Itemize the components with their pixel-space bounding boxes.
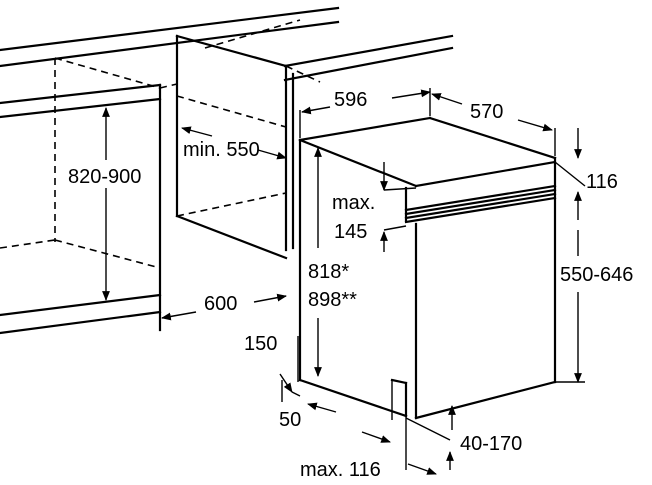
min-depth-label: min. 550 — [183, 139, 260, 161]
plinth-depth-label: 50 — [279, 409, 301, 431]
foot-adjust-label: 40-170 — [460, 433, 522, 455]
dimension-lines — [102, 88, 586, 475]
hidden-edges — [0, 19, 321, 269]
unit-width-label: 596 — [334, 89, 367, 111]
left-cabinet — [0, 83, 162, 335]
door-height-label: 550-646 — [560, 264, 633, 286]
cabinet-height-label: 820-900 — [68, 166, 141, 188]
height-b-label: 898** — [308, 289, 357, 311]
niche-width-label: 600 — [204, 293, 237, 315]
plinth-height-label: 150 — [244, 333, 277, 355]
worktop — [0, 6, 454, 119]
dishwasher-body — [297, 116, 557, 420]
max-plinth-label: max. 116 — [300, 459, 381, 481]
max-label: max. — [332, 192, 375, 214]
max-value-label: 145 — [334, 221, 367, 243]
unit-depth-label: 570 — [470, 101, 503, 123]
top-offset-label: 116 — [586, 171, 618, 193]
height-a-label: 818* — [308, 261, 349, 283]
